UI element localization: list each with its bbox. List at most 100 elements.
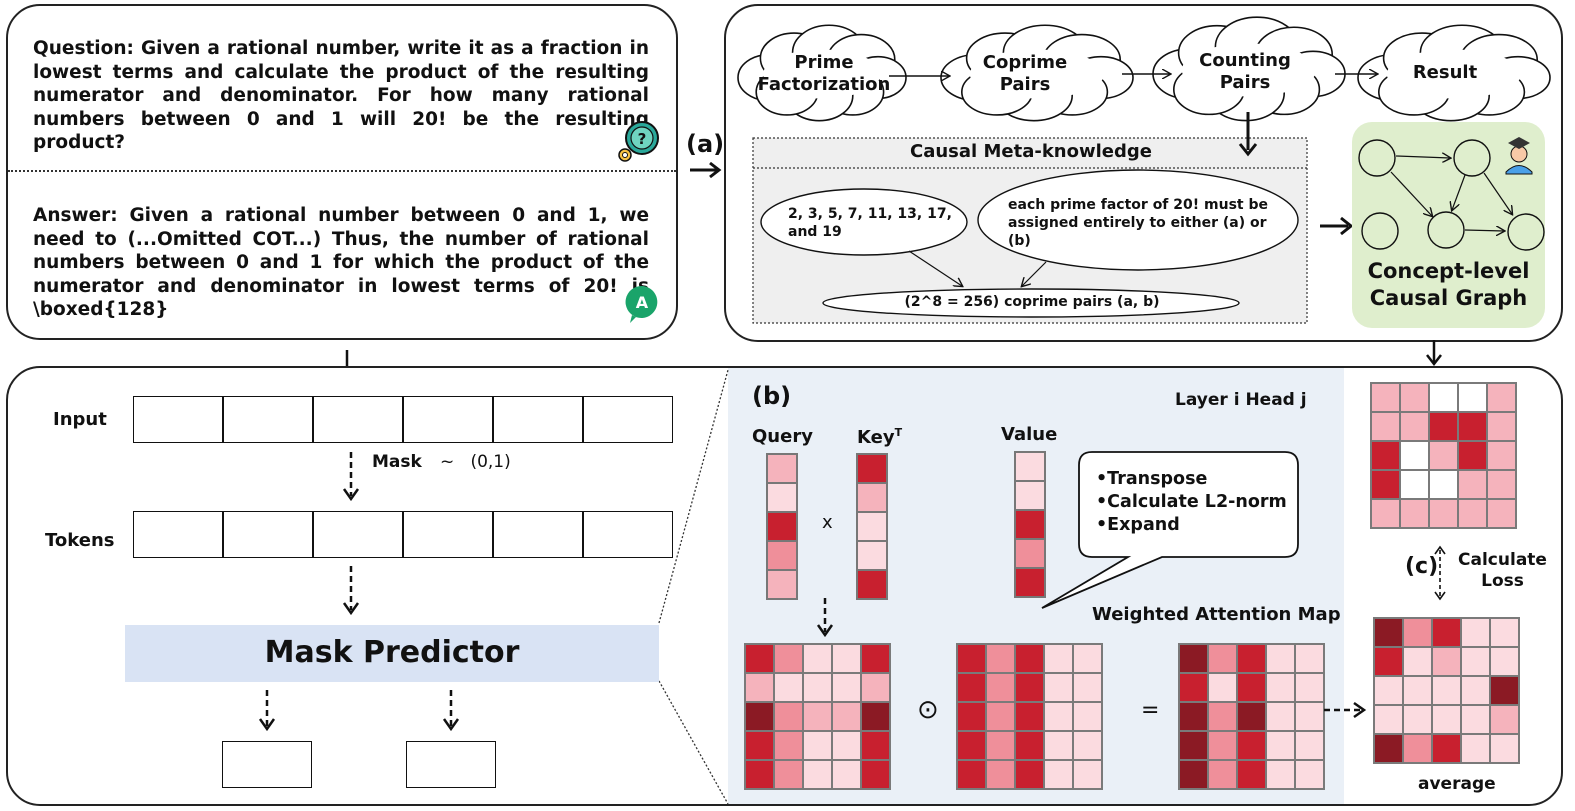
output-box-2 xyxy=(406,741,496,788)
matrix-cell xyxy=(1208,760,1237,789)
matrix-cell xyxy=(832,644,861,673)
matrix-cell xyxy=(803,731,832,760)
matrix-cell xyxy=(1073,760,1102,789)
matrix-cell xyxy=(986,760,1015,789)
matrix-cell xyxy=(1461,705,1490,734)
query-vector xyxy=(766,453,798,600)
arrow-to-panel-a xyxy=(690,161,722,179)
matrix-cell xyxy=(1371,499,1400,528)
times-sign: x xyxy=(822,512,833,533)
vector-cell xyxy=(857,570,887,599)
answer-bubble-icon: A xyxy=(625,285,658,323)
matrix-cell xyxy=(1403,676,1432,705)
matrix-cell xyxy=(832,760,861,789)
panel-a-label: (a) xyxy=(686,130,725,158)
matrix-cell xyxy=(1179,673,1208,702)
answer-glyph: A xyxy=(636,293,649,312)
output-box-1 xyxy=(222,741,312,788)
vector-cell xyxy=(857,483,887,512)
vector-cell xyxy=(857,541,887,570)
key-vector xyxy=(856,453,888,600)
answer-text: Answer: Given a rational number between … xyxy=(33,205,649,320)
vector-cell xyxy=(857,512,887,541)
meta-ellipse-2-text: each prime factor of 20! must be assigne… xyxy=(1008,197,1268,249)
matrix-cell xyxy=(1015,731,1044,760)
matrix-cell xyxy=(1487,383,1516,412)
matrix-cell xyxy=(1374,705,1403,734)
matrix-cell xyxy=(986,673,1015,702)
matrix-cell xyxy=(1208,673,1237,702)
matrix-cell xyxy=(1403,647,1432,676)
matrix-cell xyxy=(1429,383,1458,412)
matrix-cell xyxy=(1044,702,1073,731)
matrix-cell xyxy=(1432,676,1461,705)
matrix-cell xyxy=(1458,441,1487,470)
input-token-row xyxy=(133,396,673,443)
matrix-cell xyxy=(1458,499,1487,528)
step-result: Result xyxy=(1412,62,1478,83)
matrix-cell xyxy=(745,702,774,731)
panel-b-dashed-arrows xyxy=(816,598,834,638)
hadamard-sign: ⊙ xyxy=(917,695,939,725)
matrix-cell xyxy=(803,702,832,731)
matrix-cell xyxy=(957,644,986,673)
weighted-attention-matrix xyxy=(1178,643,1325,790)
cloud-prime-factorization xyxy=(737,24,907,122)
matrix-cell xyxy=(1073,673,1102,702)
matrix-cell xyxy=(1432,734,1461,763)
panel-c-label: (c) xyxy=(1405,554,1439,579)
matrix-cell xyxy=(957,702,986,731)
matrix-cell xyxy=(861,673,890,702)
value-vector xyxy=(1014,451,1046,598)
matrix-cell xyxy=(1432,618,1461,647)
matrix-cell xyxy=(1374,618,1403,647)
matrix-cell xyxy=(1432,647,1461,676)
matrix-cell xyxy=(774,644,803,673)
callout-bubble xyxy=(1041,451,1299,609)
key-text: Key xyxy=(857,427,895,448)
matrix-cell xyxy=(1458,470,1487,499)
matrix-cell xyxy=(1015,702,1044,731)
callout-item-transpose: •Transpose xyxy=(1096,469,1208,489)
qa-divider xyxy=(8,170,676,172)
step-coprime-pairs: Coprime Pairs xyxy=(982,52,1068,95)
matrix-cell xyxy=(803,673,832,702)
matrix-cell xyxy=(1295,702,1324,731)
query-label: Query xyxy=(752,426,813,447)
matrix-cell xyxy=(861,760,890,789)
tokens-label: Tokens xyxy=(45,530,115,551)
matrix-cell xyxy=(774,673,803,702)
meta-knowledge-title: Causal Meta-knowledge xyxy=(910,141,1152,162)
graph-down-arrow xyxy=(1426,340,1442,367)
matrix-cell xyxy=(1429,412,1458,441)
matrix-cell xyxy=(861,702,890,731)
matrix-cell xyxy=(803,760,832,789)
input-label: Input xyxy=(53,409,107,430)
to-average-arrow xyxy=(1324,701,1367,719)
matrix-cell xyxy=(957,673,986,702)
cloud-counting-pairs xyxy=(1152,16,1346,122)
question-bubble-icon: ? xyxy=(618,121,659,162)
vector-cell xyxy=(1015,568,1045,597)
matrix-cell xyxy=(1044,731,1073,760)
average-label: average xyxy=(1418,774,1496,794)
matrix-cell xyxy=(1237,760,1266,789)
cloud-coprime-pairs xyxy=(940,24,1134,122)
matrix-cell xyxy=(745,644,774,673)
matrix-cell xyxy=(1490,618,1519,647)
vector-cell xyxy=(1015,452,1045,481)
meta-ellipse-3-text: (2^8 = 256) coprime pairs (a, b) xyxy=(904,294,1160,310)
matrix-cell xyxy=(1208,702,1237,731)
matrix-cell xyxy=(1403,705,1432,734)
matrix-cell xyxy=(1487,441,1516,470)
matrix-cell xyxy=(1015,673,1044,702)
graph-nodes xyxy=(1358,139,1545,251)
matrix-cell xyxy=(957,731,986,760)
matrix-cell xyxy=(1429,499,1458,528)
matrix-cell xyxy=(1295,644,1324,673)
cloud-result xyxy=(1357,24,1551,122)
step-prime-factorization: Prime Factorization xyxy=(757,52,891,95)
matrix-cell xyxy=(861,731,890,760)
matrix-cell xyxy=(1400,412,1429,441)
